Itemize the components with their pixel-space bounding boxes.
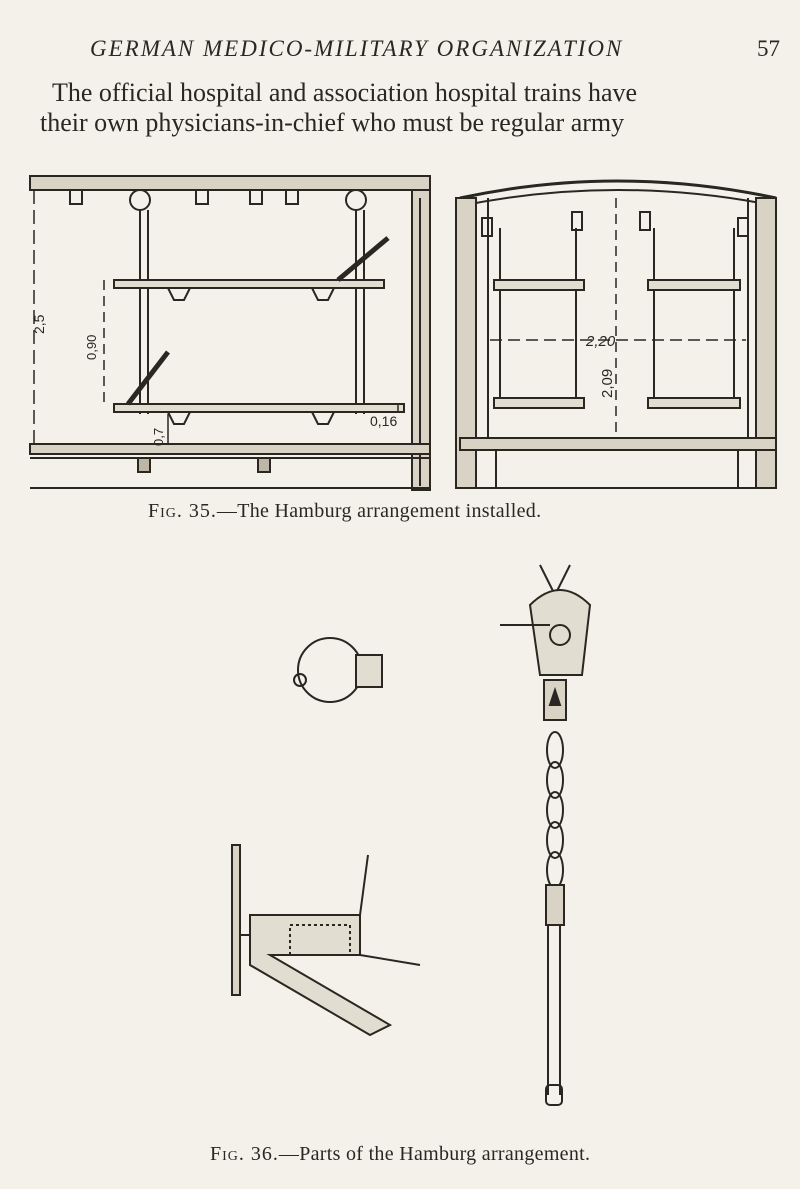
figure-35-drawing: 2,5 0,90 0,7 0,16 2,20 2,09 [29, 175, 777, 491]
page-header: GERMAN MEDICO-MILITARY ORGANIZATION 57 [60, 36, 780, 66]
figure-35-label: Fig. 35. [148, 500, 217, 522]
dimension-label: 0,16 [370, 413, 397, 429]
dimension-label: 0,7 [151, 428, 166, 446]
dimension-label: 2,09 [599, 369, 616, 398]
figure-35-caption: Fig. 35.—The Hamburg arrangement install… [148, 500, 541, 523]
dimension-label: 2,5 [31, 314, 47, 334]
page-number: 57 [757, 36, 780, 61]
body-paragraph: The official hospital and association ho… [40, 78, 780, 138]
dimension-label: 2,20 [585, 333, 616, 350]
figure-36-illustration [210, 555, 630, 1140]
ceiling-beam [29, 175, 431, 191]
running-title: GERMAN MEDICO-MILITARY ORGANIZATION [90, 36, 624, 61]
dimension-label: 0,90 [84, 335, 99, 360]
figure-36-caption-text: —Parts of the Hamburg arrangement. [278, 1143, 591, 1165]
body-line: their own physicians-in-chief who must b… [40, 108, 625, 137]
figure-35-illustration: 2,5 0,90 0,7 0,16 2,20 2,09 [18, 168, 778, 498]
figure-36-label: Fig. 36. [210, 1143, 279, 1165]
figure-35-caption-text: —The Hamburg arrangement installed. [216, 500, 542, 522]
body-line: The official hospital and association ho… [52, 78, 638, 107]
figure-36-drawing [231, 564, 592, 1106]
figure-36-caption: Fig. 36.—Parts of the Hamburg arrangemen… [210, 1143, 590, 1166]
